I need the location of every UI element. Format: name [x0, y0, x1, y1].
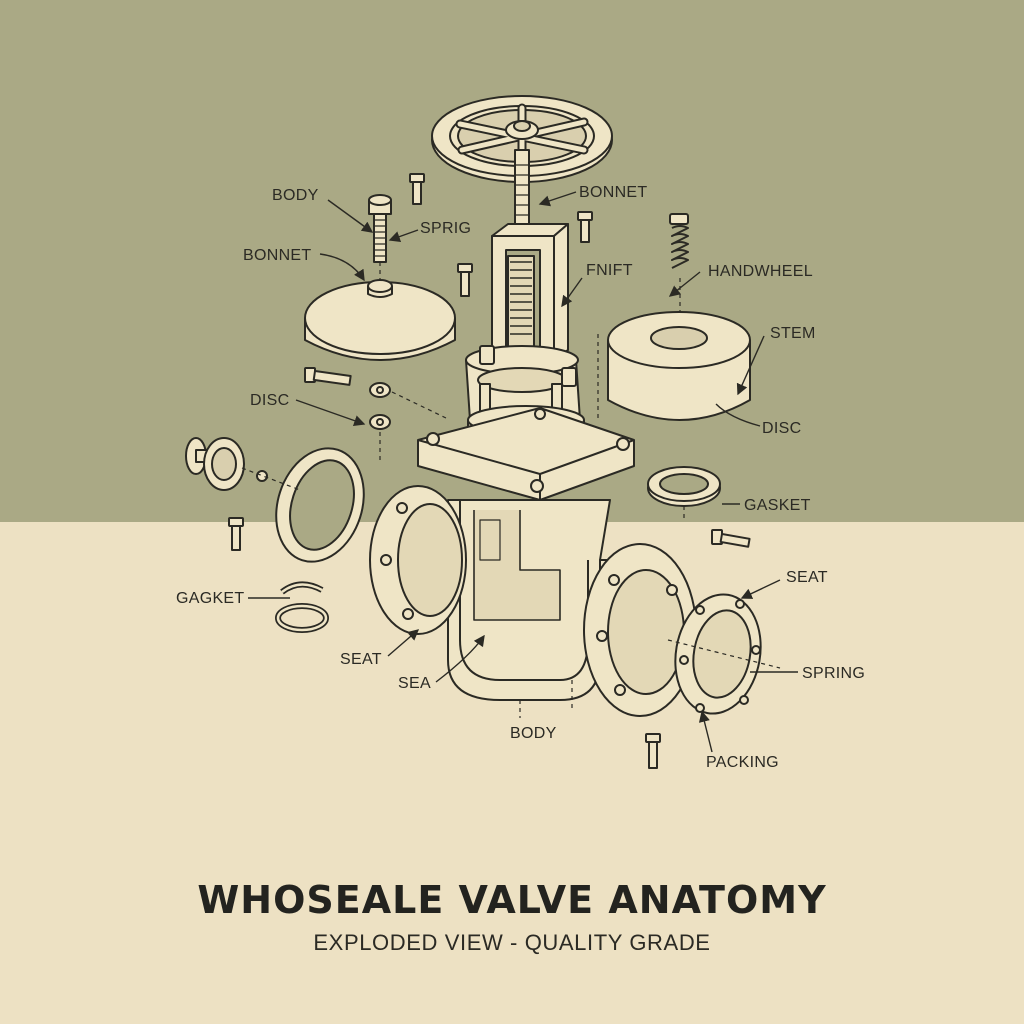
- bolt-large-top: [368, 194, 392, 263]
- bolt-small-5: [645, 733, 661, 769]
- label-body-bottom: BODY: [510, 725, 557, 742]
- label-sprig: SPRIG: [420, 220, 471, 237]
- cap: [607, 311, 751, 421]
- label-fnift: FNIFT: [586, 262, 633, 279]
- knob-washer: [185, 437, 268, 491]
- body-flange-top: [417, 407, 635, 501]
- page-title: WHOSEALE VALVE ANATOMY: [197, 878, 827, 922]
- body-flange-right: [583, 543, 697, 717]
- stem: [514, 149, 530, 231]
- label-bonnet-top: BONNET: [579, 184, 647, 201]
- label-gagket: GAGKET: [176, 590, 244, 607]
- valve-body: [447, 499, 611, 701]
- bolt-horizontal-left: [304, 367, 352, 386]
- seat-flange: [674, 593, 762, 715]
- label-packing: PACKING: [706, 754, 779, 771]
- bolt-small-4: [228, 517, 244, 551]
- yoke: [491, 223, 569, 361]
- label-seat-left: SEAT: [340, 651, 382, 668]
- label-stem: STEM: [770, 325, 816, 342]
- page-subtitle: EXPLODED VIEW - QUALITY GRADE: [313, 930, 711, 955]
- clip-rings: [275, 581, 329, 633]
- nut-1: [369, 382, 391, 398]
- label-sea: SEA: [398, 675, 431, 692]
- label-disc-left: DISC: [250, 392, 289, 409]
- label-handwheel: HANDWHEEL: [708, 263, 813, 280]
- gasket-ring-right: [647, 466, 721, 507]
- bolt-small-3: [457, 263, 473, 297]
- body-flange-left: [369, 485, 467, 635]
- bolt-small-1: [409, 173, 425, 205]
- label-disc-right: DISC: [762, 420, 801, 437]
- label-gasket-right: GASKET: [744, 497, 811, 514]
- nut-2: [369, 414, 391, 430]
- handwheel: [431, 95, 613, 183]
- label-body-top: BODY: [272, 187, 319, 204]
- spring: [669, 213, 689, 269]
- label-bonnet-left: BONNET: [243, 247, 311, 264]
- label-seat-right: SEAT: [786, 569, 828, 586]
- bolt-horizontal-right: [711, 529, 751, 548]
- leader-lines: [248, 191, 798, 753]
- gasket-ring-left: [275, 447, 365, 563]
- bolt-small-2: [577, 211, 593, 243]
- bonnet-disc: [304, 279, 456, 361]
- label-spring: SPRING: [802, 665, 865, 682]
